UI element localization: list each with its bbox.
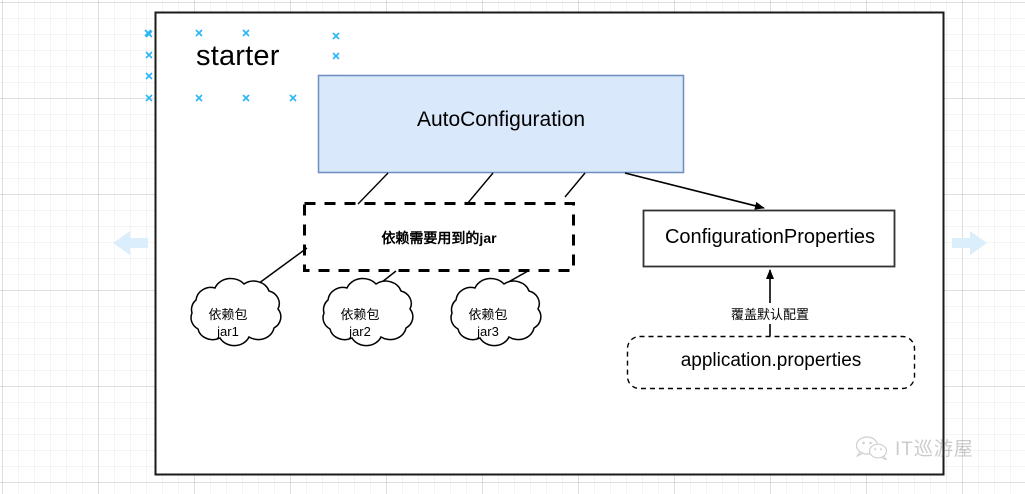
cloud-jar2-line1: 依赖包 <box>340 307 380 322</box>
jar-dependency-label: 依赖需要用到的jar <box>381 230 497 246</box>
arrow-left-icon <box>113 231 148 255</box>
autoconfiguration-label: AutoConfiguration <box>416 108 586 131</box>
edge-autoconfig-to-jarbox-1 <box>357 172 389 205</box>
cloud-jar3-line1: 依赖包 <box>468 307 508 322</box>
cloud-jar2 <box>322 277 414 347</box>
configuration-properties-box <box>642 209 896 268</box>
cloud-jar1 <box>190 277 282 347</box>
edge-autoconfig-to-jarbox-3 <box>564 172 586 198</box>
cloud-jar1-label: 依赖包 jar1 <box>180 306 276 340</box>
application-properties-box <box>626 335 916 390</box>
application-properties-label: application.properties <box>680 350 862 371</box>
cloud-jar2-line2: jar2 <box>349 324 371 339</box>
edge-autoconfig-to-configprops <box>624 172 765 210</box>
cloud-jar3-line2: jar3 <box>477 324 499 339</box>
cloud-jar2-label: 依赖包 jar2 <box>312 306 408 340</box>
override-edge-label: 覆盖默认配置 <box>703 303 837 324</box>
cloud-jar1-line1: 依赖包 <box>208 307 248 322</box>
selection-handles-top <box>144 29 250 37</box>
arrow-right-icon <box>952 231 987 255</box>
cloud-jar3-label: 依赖包 jar3 <box>440 306 536 340</box>
selection-handles-left <box>145 30 153 80</box>
configuration-properties-label: ConfigurationProperties <box>664 226 876 248</box>
watermark: IT巡游屋 <box>855 434 974 461</box>
wechat-icon <box>855 435 888 460</box>
autoconfiguration-box <box>317 74 685 174</box>
edge-autoconfig-to-jarbox-2 <box>466 172 494 205</box>
frame-title: starter <box>196 40 280 72</box>
jar-dependency-box <box>303 202 575 272</box>
watermark-text: IT巡游屋 <box>895 439 974 460</box>
cloud-jar1-line2: jar1 <box>217 324 239 339</box>
cloud-jar3 <box>450 277 542 347</box>
